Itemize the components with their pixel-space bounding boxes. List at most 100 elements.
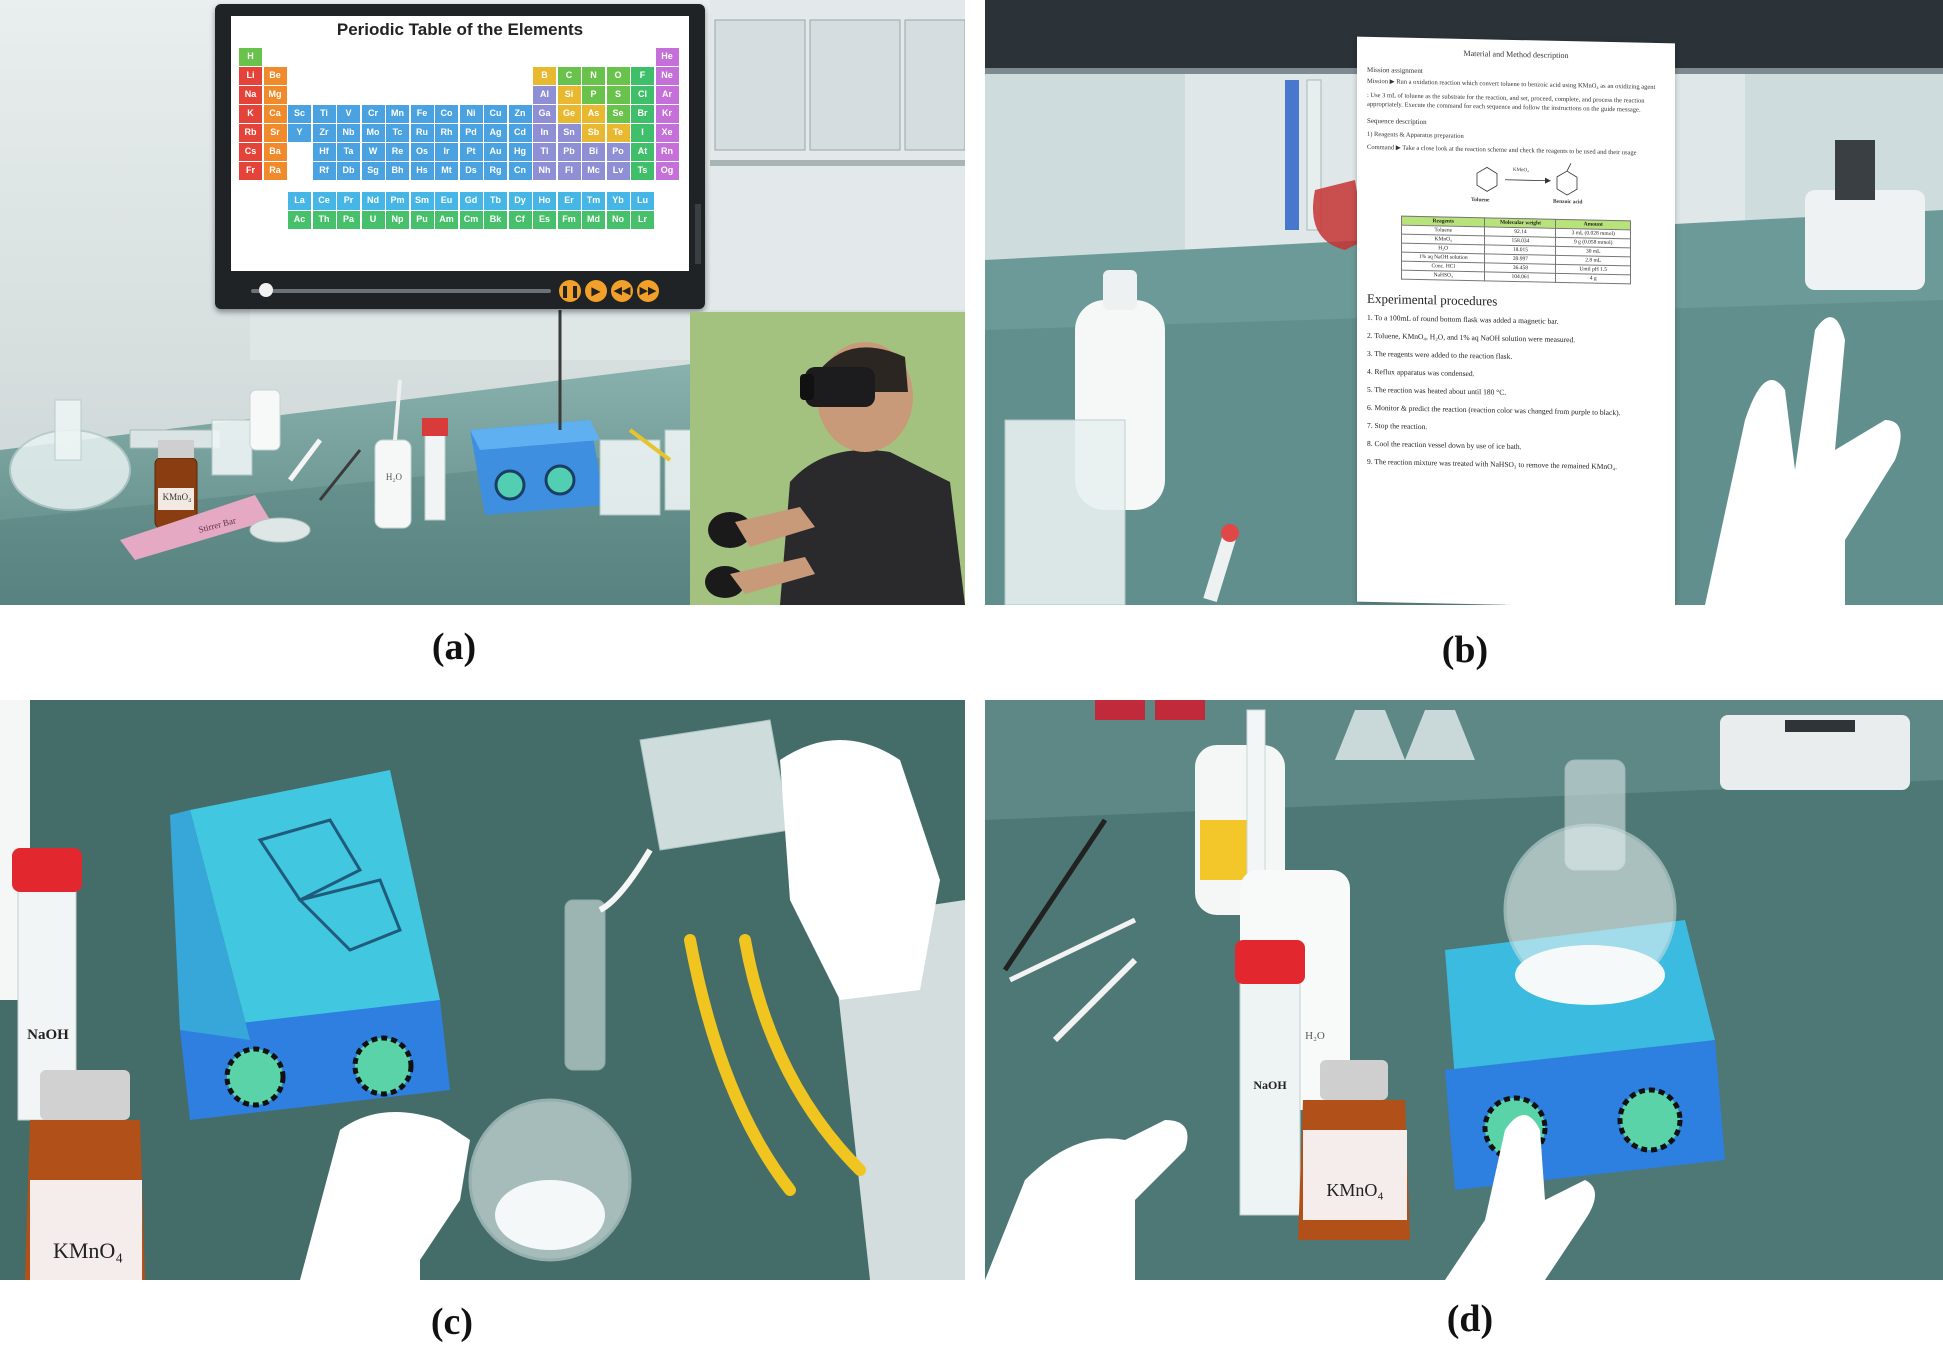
scheme-left-label: Toluene bbox=[1471, 196, 1490, 204]
element-cell: Cr bbox=[361, 105, 385, 123]
element-cell: Br bbox=[631, 105, 654, 123]
actinide-cell: Ac bbox=[288, 211, 311, 229]
play-button[interactable]: ▶ bbox=[585, 280, 607, 302]
element-cell: Rh bbox=[435, 124, 458, 142]
media-progress-handle[interactable] bbox=[259, 283, 273, 297]
rewind-button[interactable]: ◀◀ bbox=[611, 280, 633, 302]
element-cell: Hs bbox=[410, 162, 434, 180]
element-cell: Ir bbox=[435, 143, 458, 161]
element-cell: Hf bbox=[312, 143, 336, 161]
actinide-cell: Pu bbox=[410, 211, 434, 229]
mission-detail: : Use 3 mL of toluene as the substrate f… bbox=[1367, 92, 1645, 114]
lanthanide-cell: Sm bbox=[410, 192, 434, 210]
element-cell: Mt bbox=[435, 162, 458, 180]
element-cell: Ts bbox=[631, 162, 654, 180]
reagent-table-cell: 4 g bbox=[1555, 273, 1631, 284]
lanthanide-cell: Yb bbox=[606, 192, 630, 210]
actinide-cell: Am bbox=[435, 211, 458, 229]
media-progress-bar[interactable] bbox=[251, 289, 551, 293]
element-cell: Ba bbox=[263, 143, 287, 161]
element-cell: F bbox=[631, 67, 654, 85]
element-cell: At bbox=[631, 143, 654, 161]
pause-button[interactable]: ❚❚ bbox=[559, 280, 581, 302]
element-cell: P bbox=[582, 86, 605, 104]
element-cell: Cl bbox=[631, 86, 654, 104]
element-cell: B bbox=[533, 67, 556, 85]
element-cell: Fl bbox=[557, 162, 581, 180]
element-cell: Xe bbox=[655, 124, 679, 142]
panel-b-procedure-document: Material and Method description Mission … bbox=[985, 0, 1943, 605]
element-cell: Sn bbox=[557, 124, 581, 142]
procedure-step: 9. The reaction mixture was treated with… bbox=[1367, 456, 1618, 471]
element-cell: Mn bbox=[386, 105, 409, 123]
element-cell: Pb bbox=[557, 143, 581, 161]
procedure-step: 6. Monitor & predict the reaction (react… bbox=[1367, 402, 1621, 417]
actinide-cell: Md bbox=[582, 211, 605, 229]
wash-bottle-label: H₂O bbox=[385, 472, 403, 482]
element-cell: Sc bbox=[288, 105, 311, 123]
lanthanide-cell: Eu bbox=[435, 192, 458, 210]
reagent-table: Reagents Molecular weight Amount Toluene… bbox=[1401, 215, 1631, 284]
kmno4-bottle-label: KMnO₄ bbox=[52, 1238, 123, 1263]
element-cell: He bbox=[655, 48, 679, 66]
element-cell: Rn bbox=[655, 143, 679, 161]
element-cell: Cd bbox=[508, 124, 532, 142]
lanthanide-cell: Ce bbox=[312, 192, 336, 210]
element-cell: Kr bbox=[655, 105, 679, 123]
element-cell: Tl bbox=[533, 143, 556, 161]
command-text: Command ▶ Take a close look at the react… bbox=[1367, 144, 1637, 157]
actinide-cell: Np bbox=[386, 211, 409, 229]
forward-button[interactable]: ▶▶ bbox=[637, 280, 659, 302]
element-cell: Sb bbox=[582, 124, 605, 142]
lanthanide-cell: Dy bbox=[508, 192, 532, 210]
caption-a: (a) bbox=[431, 626, 477, 668]
actinide-cell: Th bbox=[312, 211, 336, 229]
actinide-cell: Lr bbox=[631, 211, 654, 229]
wash-bottle-label: H₂O bbox=[1305, 1030, 1325, 1042]
lanthanide-cell: Nd bbox=[361, 192, 385, 210]
element-cell: Cs bbox=[239, 143, 262, 161]
element-cell: Cn bbox=[508, 162, 532, 180]
element-cell: S bbox=[606, 86, 630, 104]
lanthanide-cell: Ho bbox=[533, 192, 556, 210]
element-cell: Ni bbox=[459, 105, 483, 123]
element-cell: Ru bbox=[410, 124, 434, 142]
procedures-heading: Experimental procedures bbox=[1367, 290, 1498, 309]
lanthanide-cell: Er bbox=[557, 192, 581, 210]
element-cell: Mc bbox=[582, 162, 605, 180]
element-cell: Sr bbox=[263, 124, 287, 142]
monitor-side-buttons bbox=[695, 204, 701, 264]
element-cell: Na bbox=[239, 86, 262, 104]
procedure-step: 8. Cool the reaction vessel down by use … bbox=[1367, 438, 1522, 451]
element-cell: Po bbox=[606, 143, 630, 161]
element-cell: In bbox=[533, 124, 556, 142]
caption-d: (d) bbox=[1446, 1298, 1494, 1340]
actinide-cell: Cm bbox=[459, 211, 483, 229]
procedure-step: 1. To a 100mL of round bottom flask was … bbox=[1367, 312, 1559, 326]
lanthanide-cell: Tb bbox=[484, 192, 507, 210]
element-cell: Db bbox=[337, 162, 360, 180]
procedure-document[interactable]: Material and Method description Mission … bbox=[1357, 36, 1675, 605]
lanthanide-cell: Tm bbox=[582, 192, 605, 210]
actinide-cell: Fm bbox=[557, 211, 581, 229]
element-cell: As bbox=[582, 105, 605, 123]
element-cell: Fr bbox=[239, 162, 262, 180]
element-cell: Co bbox=[435, 105, 458, 123]
lanthanide-cell: Gd bbox=[459, 192, 483, 210]
reagent-table-cell: 104.061 bbox=[1484, 271, 1556, 283]
vr-user-photo bbox=[690, 312, 965, 605]
element-cell: Fe bbox=[410, 105, 434, 123]
panel-c-pouring-reagents: NaOH KMnO₄ bbox=[0, 700, 965, 1280]
lanthanide-cell: Lu bbox=[631, 192, 654, 210]
element-cell: N bbox=[582, 67, 605, 85]
procedure-step: 3. The reagents were added to the reacti… bbox=[1367, 348, 1513, 361]
scheme-right-label: Benzoic acid bbox=[1553, 198, 1583, 206]
element-cell: Zn bbox=[508, 105, 532, 123]
element-cell: Lv bbox=[606, 162, 630, 180]
element-cell: Bi bbox=[582, 143, 605, 161]
element-cell: Te bbox=[606, 124, 630, 142]
